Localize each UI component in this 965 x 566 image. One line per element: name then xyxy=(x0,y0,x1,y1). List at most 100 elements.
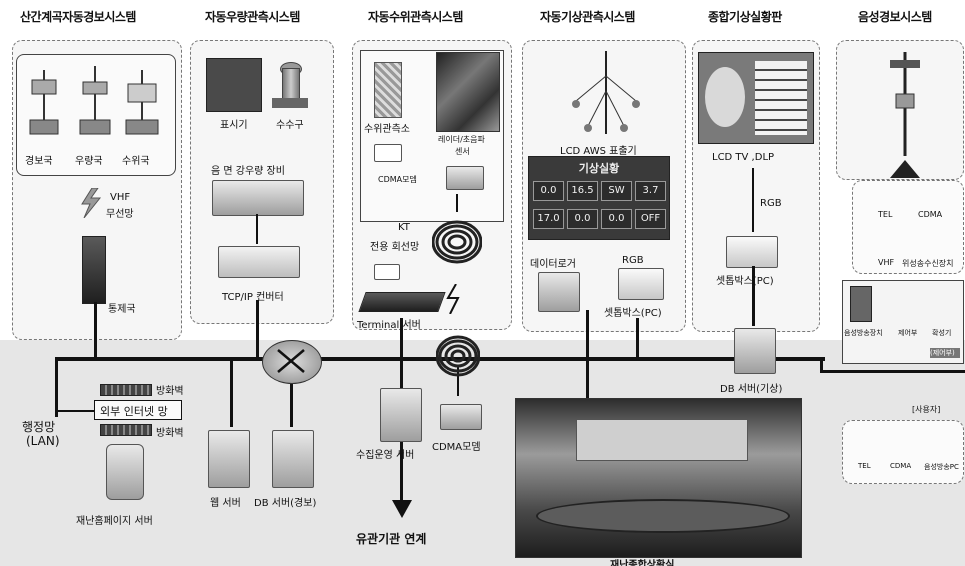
terminal-server-device xyxy=(358,292,446,312)
backbone-right-line xyxy=(820,370,965,373)
data-logger-label: 데이터로거 xyxy=(530,259,576,270)
control-station-label: 통제국 xyxy=(108,304,136,315)
firewall-device-1 xyxy=(100,384,152,396)
lcd-tv-label: LCD TV ,DLP xyxy=(712,152,775,163)
settop-drop xyxy=(636,318,639,360)
weather-cell: SW xyxy=(601,181,632,201)
firewall-1-label: 방화벽 xyxy=(156,386,184,397)
down-arrow-icon xyxy=(392,500,412,518)
station-alarm-label: 경보국 xyxy=(25,156,53,167)
situation-settop-device xyxy=(726,236,778,268)
water-tower-device xyxy=(374,62,402,118)
data-logger-device xyxy=(538,272,580,312)
firewall-2-label: 방화벽 xyxy=(156,428,184,439)
control-station-drop xyxy=(94,302,97,360)
broadcast-label: 음성방송장치 xyxy=(844,329,883,337)
voice-devices-panel xyxy=(852,180,964,274)
collector-server-device xyxy=(380,388,422,442)
weather-settop-label: 셋톱박스(PC) xyxy=(604,308,662,319)
terminal-server-label: Terminal 서버 xyxy=(357,320,421,331)
up-arrow-icon xyxy=(890,160,920,178)
weather-cell: OFF xyxy=(635,209,666,229)
weather-rgb-label: RGB xyxy=(622,255,644,266)
db-weather-server-device xyxy=(734,328,776,374)
lcd-aws-label: LCD AWS 표출기 xyxy=(560,146,637,157)
water-box-device xyxy=(374,144,402,162)
voice-cdma2-label: CDMA xyxy=(890,462,912,470)
sensor-label-2: 센서 xyxy=(455,147,470,156)
control-station-cabinet xyxy=(82,236,106,304)
tower-icons xyxy=(29,66,159,135)
vhf-network-label: 무선망 xyxy=(106,209,134,220)
sensor-label: 레이더/초음파 xyxy=(438,135,485,144)
signal-bolt-icon xyxy=(446,284,460,314)
internet-label: 외부 인터넷 망 xyxy=(100,405,168,418)
logger-drop xyxy=(586,310,589,400)
station-rain-label: 우량국 xyxy=(75,156,103,167)
weather-cell: 17.0 xyxy=(533,209,564,229)
voice-terminals-panel xyxy=(842,420,964,484)
rain-equipment-label: 음 면 강우량 장비 xyxy=(211,166,285,177)
river-photo xyxy=(436,52,500,132)
dedicated-line-label: 전용 회선망 xyxy=(370,242,420,253)
wireless-bolt-icon xyxy=(81,188,102,218)
homepage-server-label: 재난홈페이지 서버 xyxy=(76,516,153,527)
network-wave-icon xyxy=(436,335,480,396)
kt-label: KT xyxy=(398,222,410,233)
situation-screen xyxy=(698,52,814,144)
network-cdma-modem-label: CDMA모뎀 xyxy=(432,442,481,453)
db-weather-server-label: DB 서버(기상) xyxy=(720,384,783,395)
rain-display-device xyxy=(206,58,262,112)
broadcast-cabinet xyxy=(850,286,872,322)
web-server-label: 웹 서버 xyxy=(210,498,241,509)
control-box-badge xyxy=(930,348,960,358)
weather-board: 기상실황 0.0 16.5 SW 3.7 17.0 0.0 0.0 OFF xyxy=(528,156,670,240)
situation-rgb-label: RGB xyxy=(760,198,782,209)
title-weather-observation: 자동기상관측시스템 xyxy=(540,10,635,24)
voice-tel-label: TEL xyxy=(878,210,893,219)
water-station-label: 수위관측소 xyxy=(364,124,410,135)
weather-cell: 16.5 xyxy=(567,181,598,201)
situation-room-label: 재난종합상황실 xyxy=(610,560,675,566)
user-label: [사용자] xyxy=(912,405,941,414)
rain-equipment-device xyxy=(212,180,304,216)
controller-label: 제어부 xyxy=(898,329,918,337)
voice-tel2-label: TEL xyxy=(858,462,871,470)
web-server-device xyxy=(208,430,250,488)
voice-pc-label: 음성방송PC xyxy=(924,463,959,471)
network-band xyxy=(0,340,965,566)
tcpip-converter-label: TCP/IP 컨버터 xyxy=(222,292,284,303)
voice-vhf-label: VHF xyxy=(878,258,895,267)
db-weather-drop xyxy=(752,266,755,326)
control-box-label: (제어부) xyxy=(930,349,955,357)
rain-display-label: 표시기 xyxy=(220,120,248,131)
weather-mast-icon xyxy=(572,51,640,134)
db-alarm-server-device xyxy=(272,430,314,488)
water-cdma-label: CDMA모뎀 xyxy=(378,175,417,184)
admin-lan-drop xyxy=(55,357,58,417)
router-arrows-icon xyxy=(277,349,305,373)
title-water-observation: 자동수위관측시스템 xyxy=(368,10,463,24)
situation-rgb-line xyxy=(752,168,754,232)
radio-wave-icon xyxy=(432,194,482,264)
collector-server-label: 수집운영 서버 xyxy=(356,450,415,461)
admin-branch-line xyxy=(55,410,95,412)
web-server-drop xyxy=(230,357,233,427)
tcpip-converter-device xyxy=(218,246,300,278)
title-mountain-alarm: 산간계곡자동경보시스템 xyxy=(20,10,136,24)
title-situation-board: 종합기상실황판 xyxy=(708,10,782,24)
terminal-drop xyxy=(400,318,403,360)
weather-cell: 0.0 xyxy=(533,181,564,201)
vhf-label: VHF xyxy=(110,192,131,203)
water-cdma-modem-device xyxy=(446,166,484,190)
db-alarm-drop xyxy=(290,357,293,427)
firewall-device-2 xyxy=(100,424,152,436)
speaker-pole-icon xyxy=(890,52,920,156)
admin-lan-label-2: (LAN) xyxy=(26,434,60,448)
weather-cell: 3.7 xyxy=(635,181,666,201)
situation-room-photo xyxy=(515,398,802,558)
weather-cell: 0.0 xyxy=(601,209,632,229)
rain-collector-label: 수수구 xyxy=(276,120,304,131)
voice-satellite-label: 위성송수신장치 xyxy=(902,259,954,268)
